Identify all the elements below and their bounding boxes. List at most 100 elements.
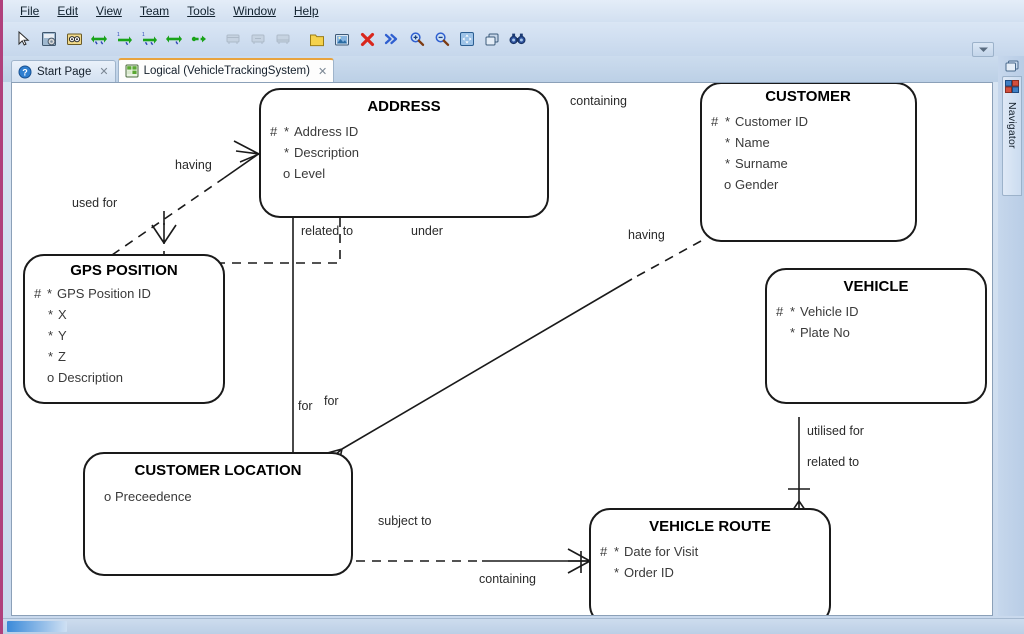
entity-customer-attr-0-key: # (711, 114, 719, 129)
rel-label-under: under (411, 224, 443, 238)
entity-address-box[interactable] (259, 88, 549, 218)
entity-gps-attr-4-name: Description (58, 370, 123, 385)
menu-tools[interactable]: Tools (178, 2, 224, 20)
menu-help[interactable]: Help (285, 2, 328, 20)
entity-address-attr-1-name: Description (294, 145, 359, 160)
apply-arrow-icon[interactable] (188, 28, 210, 50)
er-diagram[interactable]: ADDRESS # * Address ID * Description o L… (12, 83, 993, 616)
menu-tools-label: Tools (187, 4, 216, 18)
toolbar-separator-2 (297, 28, 303, 50)
fit-to-window-icon[interactable] (456, 28, 478, 50)
engineer-bidirectional-icon[interactable] (163, 28, 185, 50)
entity-gps-attr-3-name: Z (58, 349, 66, 364)
align-middle-icon[interactable] (247, 28, 269, 50)
zoom-out-icon[interactable] (431, 28, 453, 50)
entity-gps-position[interactable]: GPS POSITION # * GPS Position ID * X * Y… (23, 254, 225, 404)
help-question-icon: ? (18, 65, 32, 79)
fast-forward-icon[interactable] (381, 28, 403, 50)
entity-gps-attr-2-name: Y (58, 328, 67, 343)
entity-customer-attr-2-name: Surname (735, 156, 788, 171)
entity-customer-attr-3-opt: o (724, 177, 731, 192)
copy-diagram-icon[interactable] (481, 28, 503, 50)
rel-label-used-for: used for (72, 196, 117, 210)
entity-customer-attr-2-opt: * (725, 156, 730, 171)
menu-view[interactable]: View (87, 2, 131, 20)
tab-start-page[interactable]: ? Start Page ✕ (11, 60, 116, 82)
gps-address-dashed-half (111, 177, 225, 256)
toolbar-separator-1 (213, 28, 219, 50)
entity-customer[interactable]: CUSTOMER # * Customer ID * Name * Surnam… (700, 83, 917, 242)
delete-icon[interactable] (356, 28, 378, 50)
entity-customer-title: CUSTOMER (765, 88, 851, 105)
entity-gps-attr-3-opt: * (48, 349, 53, 364)
rel-label-having-gps: having (175, 158, 212, 172)
menu-team[interactable]: Team (131, 2, 178, 20)
rel-label-related-to-veh: related to (807, 455, 859, 469)
diagram-canvas[interactable]: ADDRESS # * Address ID * Description o L… (11, 82, 993, 616)
entity-vehicle-route[interactable]: VEHICLE ROUTE # * Date for Visit * Order… (589, 508, 831, 616)
entity-vehicle-route-title: VEHICLE ROUTE (649, 518, 771, 535)
relationship-gps-address[interactable] (111, 140, 260, 256)
status-bar (3, 618, 1024, 634)
new-diagram-icon[interactable] (306, 28, 328, 50)
entity-address-attr-2-opt: o (283, 166, 290, 181)
align-bottom-icon[interactable] (272, 28, 294, 50)
settings-page-icon[interactable] (38, 28, 60, 50)
entity-vehicle-attr-0-name: Vehicle ID (800, 304, 859, 319)
chevron-down-icon[interactable] (972, 42, 994, 57)
rel-label-utilised-for: utilised for (807, 424, 864, 438)
entity-customer-box[interactable] (700, 83, 917, 242)
navigator-tab[interactable]: Navigator (1002, 76, 1022, 196)
entity-gps-attr-4-opt: o (47, 370, 54, 385)
customer-custloc-solid-half (341, 278, 633, 450)
entity-customer-attr-1-name: Name (735, 135, 770, 150)
menu-team-label: Team (139, 4, 170, 18)
menu-edit[interactable]: Edit (48, 2, 87, 20)
tab-start-page-close-icon[interactable]: ✕ (99, 66, 109, 78)
entity-address-attr-1-opt: * (284, 145, 289, 160)
entity-address-attr-2-name: Level (294, 166, 325, 181)
menu-window[interactable]: Window (224, 2, 285, 20)
entity-vehicle-attr-0-opt: * (790, 304, 795, 319)
entity-vehroute-attr-0-key: # (600, 544, 608, 559)
entity-vehroute-attr-1-opt: * (614, 565, 619, 580)
entity-vehicle-box[interactable] (765, 268, 987, 404)
align-top-icon[interactable] (222, 28, 244, 50)
tab-logical-model-close-icon[interactable]: ✕ (317, 65, 328, 78)
entity-vehicle[interactable]: VEHICLE # * Vehicle ID * Plate No (765, 268, 987, 404)
customer-custloc-dashed-half (631, 240, 702, 280)
entity-gps-attr-1-opt: * (48, 307, 53, 322)
engineer-right-icon[interactable]: 1 (113, 28, 135, 50)
menu-file[interactable]: File (11, 2, 48, 20)
entity-address[interactable]: ADDRESS # * Address ID * Description o L… (259, 88, 549, 218)
entity-vehroute-attr-0-name: Date for Visit (624, 544, 699, 559)
image-export-icon[interactable] (331, 28, 353, 50)
menu-file-label: File (20, 4, 40, 18)
entity-customer-location-box[interactable] (83, 452, 353, 576)
entity-vehicle-route-box[interactable] (589, 508, 831, 616)
entity-customer-location[interactable]: CUSTOMER LOCATION o Preceedence (83, 452, 353, 576)
relationship-customer-customer-location[interactable] (319, 240, 702, 468)
select-pointer-icon[interactable] (13, 28, 35, 50)
entity-customer-attr-3-name: Gender (735, 177, 779, 192)
find-binoculars-icon[interactable] (506, 28, 528, 50)
address-self-crowsfoot (151, 223, 177, 244)
tab-logical-model[interactable]: Logical (VehicleTrackingSystem) ✕ (117, 58, 335, 82)
toolbar: 1 1 (3, 22, 1024, 56)
tab-start-page-label: Start Page (37, 65, 92, 78)
navigator-icon (1004, 80, 1020, 99)
menu-bar: File Edit View Team Tools Window Help (3, 0, 1024, 22)
entity-vehicle-attr-0-key: # (776, 304, 784, 319)
zoom-in-icon[interactable] (406, 28, 428, 50)
engineer-right-alt-icon[interactable]: 1 (138, 28, 160, 50)
menu-window-label: Window (233, 4, 276, 18)
engineer-model-icon[interactable] (63, 28, 85, 50)
entity-customer-attr-0-opt: * (725, 114, 730, 129)
relationship-address-customer-location[interactable] (284, 211, 306, 455)
auto-hide-icon[interactable] (1003, 58, 1021, 73)
forward-engineer-icon[interactable] (88, 28, 110, 50)
relationship-customer-location-vehicle-route[interactable] (356, 548, 591, 574)
entity-customer-attr-1-opt: * (725, 135, 730, 150)
entity-gps-attr-1-name: X (58, 307, 67, 322)
entity-gps-position-box[interactable] (23, 254, 225, 404)
